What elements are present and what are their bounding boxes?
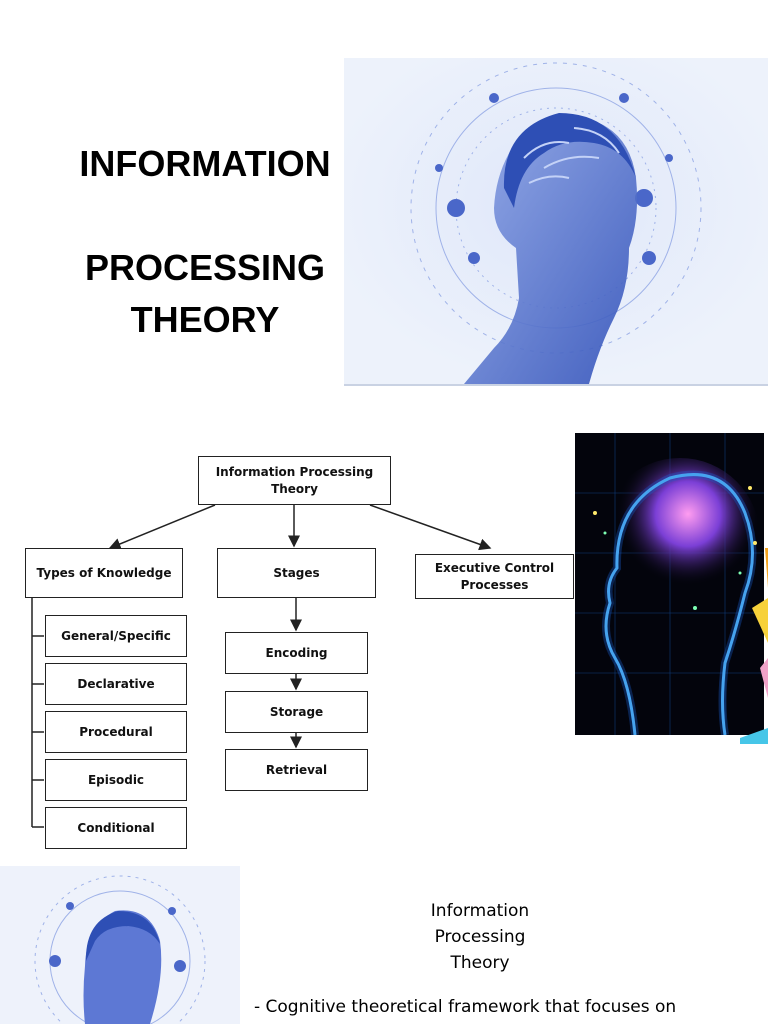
stage-item: Retrieval bbox=[225, 749, 368, 791]
stage-item: Encoding bbox=[225, 632, 368, 674]
knowledge-type-item: Declarative bbox=[45, 663, 187, 705]
hero-brain-image bbox=[344, 58, 768, 386]
diagram-stages-box: Stages bbox=[217, 548, 376, 598]
decorative-shapes bbox=[740, 548, 768, 744]
knowledge-type-item: Episodic bbox=[45, 759, 187, 801]
title-line-theory: THEORY bbox=[130, 299, 280, 340]
page-title: INFORMATION PROCESSING THEORY bbox=[60, 138, 350, 346]
theory-diagram: Information Processing Theory Types of K… bbox=[0, 430, 580, 860]
title-line-processing: PROCESSING bbox=[84, 247, 326, 288]
diagram-executive-control-box: Executive Control Processes bbox=[415, 554, 574, 599]
intro-heading-line: Information bbox=[430, 901, 530, 921]
intro-text: Information Processing Theory - Cognitiv… bbox=[250, 898, 720, 1020]
intro-description: - Cognitive theoretical framework that f… bbox=[254, 997, 677, 1017]
diagram-root-box: Information Processing Theory bbox=[198, 456, 391, 505]
diagram-types-of-knowledge-box: Types of Knowledge bbox=[25, 548, 183, 598]
knowledge-type-item: General/Specific bbox=[45, 615, 187, 657]
knowledge-type-item: Conditional bbox=[45, 807, 187, 849]
neon-brain-image bbox=[575, 433, 764, 735]
knowledge-type-item: Procedural bbox=[45, 711, 187, 753]
small-brain-image bbox=[0, 866, 240, 1024]
intro-heading-line: Theory bbox=[450, 953, 510, 973]
intro-heading-line: Processing bbox=[434, 927, 526, 947]
intro-heading: Information Processing Theory bbox=[250, 898, 710, 976]
stage-item: Storage bbox=[225, 691, 368, 733]
title-line-information: INFORMATION bbox=[79, 143, 331, 184]
